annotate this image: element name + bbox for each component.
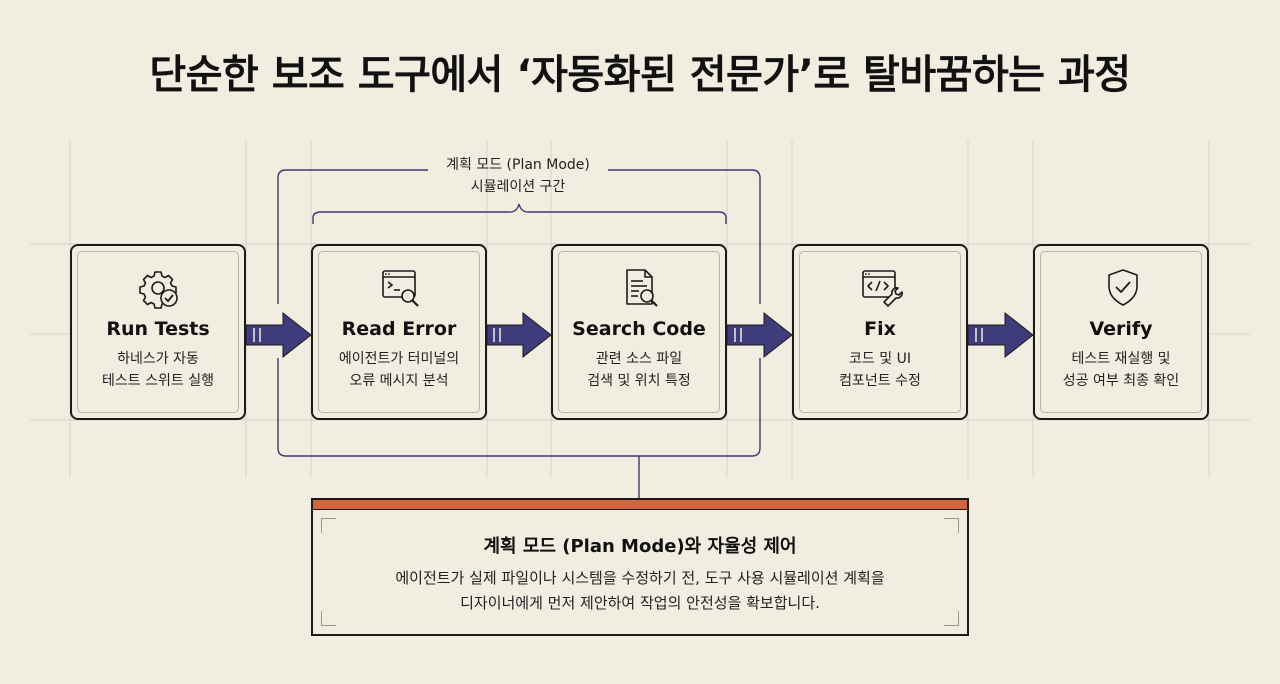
code-wrench-icon xyxy=(862,270,903,307)
step-title: Read Error xyxy=(341,318,457,340)
arrow-3 xyxy=(726,311,793,359)
document-search-icon xyxy=(626,269,658,307)
shield-check-icon xyxy=(1108,269,1138,306)
step-description: 코드 및 UI 컴포넌트 수정 xyxy=(839,351,921,389)
step-verify: Verify 테스트 재실행 및 성공 여부 최종 확인 xyxy=(1033,244,1209,420)
step-title: Verify xyxy=(1089,318,1153,340)
step-run-tests: Run Tests 하네스가 자동 테스트 스위트 실행 xyxy=(70,244,246,420)
gear-check-icon xyxy=(139,271,178,309)
note-body: 에이전트가 실제 파일이나 시스템을 수정하기 전, 도구 사용 시뮬레이션 계… xyxy=(395,569,885,612)
terminal-search-icon xyxy=(382,270,419,307)
simulation-section-label: 시뮬레이션 구간 xyxy=(470,179,566,195)
step-description: 하네스가 자동 테스트 스위트 실행 xyxy=(102,351,214,389)
arrow-4 xyxy=(967,311,1034,359)
accent-bar xyxy=(313,500,967,510)
plan-mode-note: 계획 모드 (Plan Mode)와 자율성 제어 에이전트가 실제 파일이나 … xyxy=(311,498,969,636)
step-search-code: Search Code 관련 소스 파일 검색 및 위치 특정 xyxy=(551,244,727,420)
arrow-1 xyxy=(245,311,312,359)
note-heading: 계획 모드 (Plan Mode)와 자율성 제어 xyxy=(483,536,797,557)
step-title: Fix xyxy=(864,318,896,340)
step-description: 테스트 재실행 및 성공 여부 최종 확인 xyxy=(1062,351,1180,389)
step-fix: Fix 코드 및 UI 컴포넌트 수정 xyxy=(792,244,968,420)
step-title: Search Code xyxy=(572,318,706,340)
plan-mode-label: 계획 모드 (Plan Mode) xyxy=(446,157,590,173)
page-title: 단순한 보조 도구에서 ‘자동화된 전문가’로 탈바꿈하는 과정 xyxy=(149,52,1131,98)
step-title: Run Tests xyxy=(106,318,210,340)
step-description: 관련 소스 파일 검색 및 위치 특정 xyxy=(587,351,691,389)
step-read-error: Read Error 에이전트가 터미널의 오류 메시지 분석 xyxy=(311,244,487,420)
arrow-2 xyxy=(486,311,552,359)
step-description: 에이전트가 터미널의 오류 메시지 분석 xyxy=(338,351,460,389)
